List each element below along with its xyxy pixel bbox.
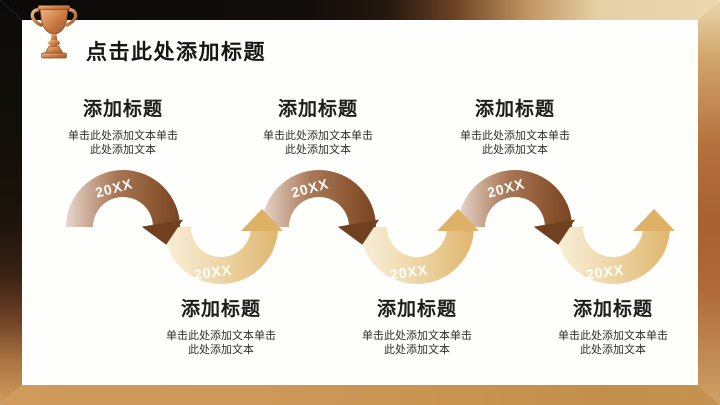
timeline-arc-down-1: 20XX: [164, 209, 283, 284]
top-section-3: 添加标题 单击此处添加文本单击此处添加文本: [430, 94, 600, 157]
bottom-section-3: 添加标题 单击此处添加文本单击此处添加文本: [528, 294, 698, 357]
section-title-placeholder[interactable]: 添加标题: [180, 299, 261, 320]
timeline-year-label[interactable]: 20XX: [585, 261, 625, 282]
section-body-placeholder[interactable]: 单击此处添加文本单击此处添加文本: [166, 330, 276, 356]
slide-title-placeholder[interactable]: 点击此处添加标题: [86, 41, 266, 64]
top-section-1: 添加标题 单击此处添加文本单击此处添加文本: [38, 94, 208, 157]
timeline-arc-up-1: 20XX: [66, 170, 184, 245]
section-title-placeholder[interactable]: 添加标题: [277, 99, 358, 120]
timeline-arc-down-3: 20XX: [556, 209, 675, 284]
bottom-section-2: 添加标题 单击此处添加文本单击此处添加文本: [332, 294, 502, 357]
arrow-down-icon: [337, 219, 380, 245]
bottom-section-1: 添加标题 单击此处添加文本单击此处添加文本: [136, 294, 306, 357]
arrow-down-icon: [141, 219, 184, 245]
section-title-placeholder[interactable]: 添加标题: [82, 99, 163, 120]
arrow-up-icon: [241, 209, 283, 231]
top-section-2: 添加标题 单击此处添加文本单击此处添加文本: [233, 94, 403, 157]
section-title-placeholder[interactable]: 添加标题: [376, 299, 457, 320]
section-body-placeholder[interactable]: 单击此处添加文本单击此处添加文本: [460, 130, 570, 156]
arrow-down-icon: [533, 219, 576, 245]
section-body-placeholder[interactable]: 单击此处添加文本单击此处添加文本: [558, 330, 668, 356]
section-body-placeholder[interactable]: 单击此处添加文本单击此处添加文本: [68, 130, 178, 156]
timeline-arc-down-2: 20XX: [360, 209, 479, 284]
arrow-up-icon: [437, 209, 479, 231]
arrow-up-icon: [633, 209, 675, 231]
timeline-year-label[interactable]: 20XX: [389, 261, 429, 282]
timeline-arc-up-2: 20XX: [262, 170, 380, 245]
section-title-placeholder[interactable]: 添加标题: [572, 299, 653, 320]
timeline-arc-up-3: 20XX: [458, 170, 576, 245]
section-body-placeholder[interactable]: 单击此处添加文本单击此处添加文本: [263, 130, 373, 156]
trophy-icon: [30, 5, 78, 59]
section-title-placeholder[interactable]: 添加标题: [474, 99, 555, 120]
section-body-placeholder[interactable]: 单击此处添加文本单击此处添加文本: [362, 330, 472, 356]
timeline-year-label[interactable]: 20XX: [193, 261, 233, 282]
